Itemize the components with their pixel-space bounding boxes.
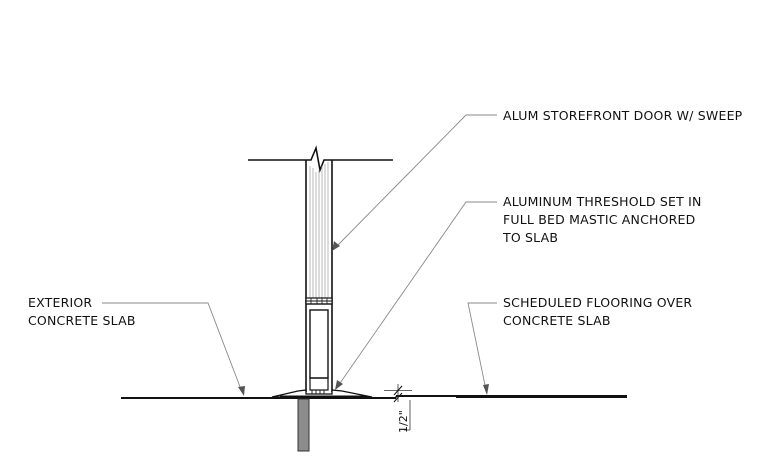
step-dimension-label: 1/2" [397, 410, 410, 433]
slab-line [121, 395, 627, 399]
callout-threshold: ALUMINUM THRESHOLD SET IN FULL BED MASTI… [502, 194, 702, 245]
step-dimension [384, 384, 412, 431]
callout-flooring-line-2: CONCRETE SLAB [503, 313, 611, 328]
door-bottom-rail [306, 303, 332, 379]
callout-exterior-line-1: EXTERIOR [28, 295, 92, 310]
callout-threshold-line-1: ALUMINUM THRESHOLD SET IN [503, 194, 702, 209]
leader-exterior [102, 302, 245, 396]
door-break-line [248, 145, 393, 173]
leader-flooring [467, 302, 497, 395]
door-sweep [309, 377, 329, 394]
door-stile [305, 160, 333, 392]
callout-flooring-line-1: SCHEDULED FLOORING OVER [503, 295, 692, 310]
glazing-stop [305, 297, 333, 305]
leader-threshold [335, 201, 497, 390]
callout-threshold-line-3: TO SLAB [502, 230, 558, 245]
callout-flooring: SCHEDULED FLOORING OVER CONCRETE SLAB [503, 295, 692, 328]
callout-exterior: EXTERIOR CONCRETE SLAB [28, 295, 136, 328]
door-glazing-lines [309, 162, 329, 300]
aluminum-threshold [271, 389, 373, 398]
slab-joint-hatch [297, 398, 310, 452]
callout-threshold-line-2: FULL BED MASTIC ANCHORED [503, 212, 695, 227]
leader-door [332, 114, 497, 251]
callout-exterior-line-2: CONCRETE SLAB [28, 313, 136, 328]
callout-door: ALUM STOREFRONT DOOR W/ SWEEP [503, 108, 743, 123]
